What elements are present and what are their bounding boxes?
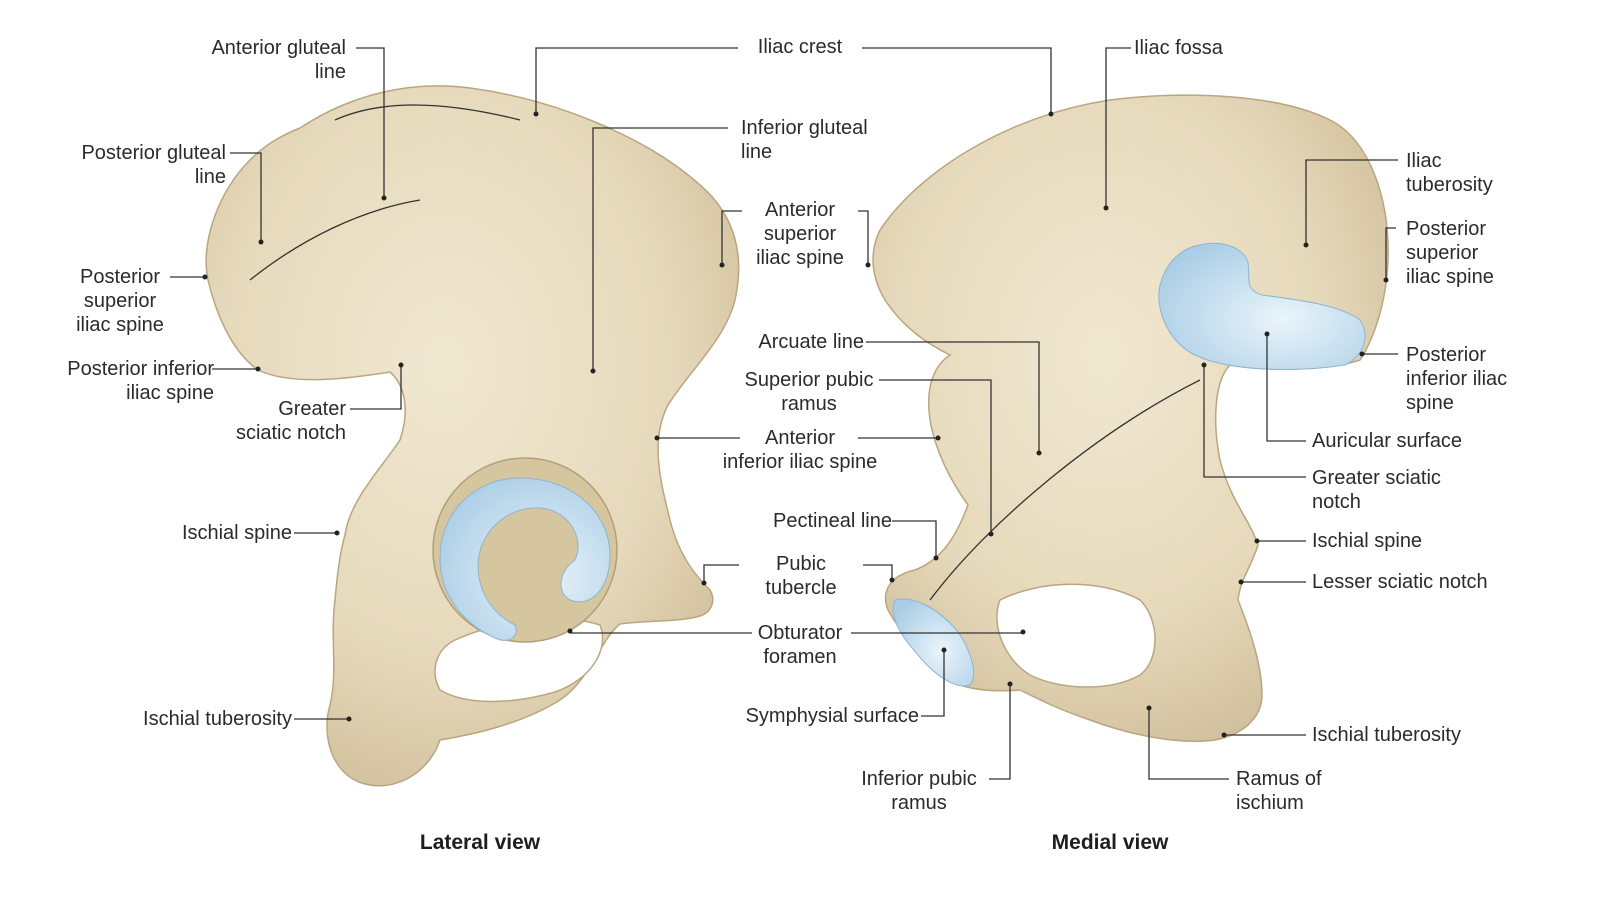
medial-obturator-foramen: [996, 583, 1156, 688]
label-iliac-crest: Iliac crest: [757, 36, 843, 58]
label-lateral-ischial-spine: Ischial spine: [181, 522, 292, 544]
label-medial-ischial-tuberosity: Ischial tuberosity: [1312, 724, 1461, 746]
label-lesser-sciatic-notch: Lesser sciatic notch: [1312, 571, 1488, 593]
label-symphysial-surface: Symphysial surface: [745, 705, 919, 727]
lunate-surface: [439, 477, 611, 641]
label-arcuate-line: Arcuate line: [758, 331, 864, 353]
leader-lines: [170, 47, 1398, 780]
label-auricular-surface: Auricular surface: [1312, 430, 1463, 452]
label-pectineal-line: Pectineal line: [773, 510, 892, 532]
label-lateral-ischial-tuberosity: Ischial tuberosity: [143, 708, 292, 730]
medial-bone-body: [872, 94, 1389, 743]
label-iliac-fossa: Iliac fossa: [1134, 37, 1223, 59]
caption-medial-view: Medial view: [1051, 831, 1169, 854]
lateral-hip-bone: [205, 85, 740, 787]
symphysial-surface: [892, 598, 974, 687]
caption-lateral-view: Lateral view: [419, 831, 541, 854]
auricular-surface: [1158, 242, 1366, 370]
label-medial-ischial-spine: Ischial spine: [1312, 530, 1423, 552]
lateral-bone-body: [205, 85, 740, 787]
medial-hip-bone: [872, 94, 1389, 743]
